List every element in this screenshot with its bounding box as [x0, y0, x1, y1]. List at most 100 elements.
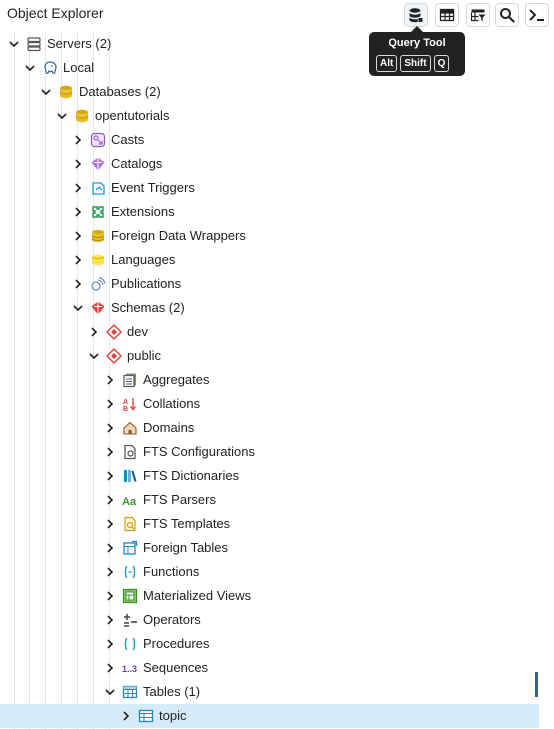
- tree-node-languages[interactable]: Languages: [0, 248, 554, 272]
- tree-node-aggregates[interactable]: Aggregates: [0, 368, 554, 392]
- tree-node-label: FTS Configurations: [143, 444, 255, 459]
- chevron-right-icon[interactable]: [104, 638, 116, 650]
- tree-node-fts-dictionaries[interactable]: FTS Dictionaries: [0, 464, 554, 488]
- publications-icon: [91, 276, 106, 291]
- chevron-down-icon[interactable]: [8, 38, 20, 50]
- schema-icon: [106, 324, 122, 340]
- chevron-down-icon[interactable]: [24, 62, 36, 74]
- chevron-down-icon[interactable]: [104, 686, 116, 698]
- chevron-down-icon[interactable]: [40, 86, 52, 98]
- tree-node-fts-configurations[interactable]: FTS Configurations: [0, 440, 554, 464]
- svg-text:A: A: [123, 399, 128, 406]
- chevron-right-icon[interactable]: [104, 494, 116, 506]
- tree-node-operators[interactable]: Operators: [0, 608, 554, 632]
- tree-node-procedures[interactable]: Procedures: [0, 632, 554, 656]
- filtered-rows-button[interactable]: [466, 3, 490, 27]
- chevron-right-icon[interactable]: [88, 326, 100, 338]
- tree-node-tables-1[interactable]: Tables (1): [0, 680, 554, 704]
- tree-node-foreign-data-wrappers[interactable]: Foreign Data Wrappers: [0, 224, 554, 248]
- tree-node-extensions[interactable]: Extensions: [0, 200, 554, 224]
- table-icon: [138, 709, 154, 723]
- tree-node-catalogs[interactable]: Catalogs: [0, 152, 554, 176]
- tree-node-casts[interactable]: Casts: [0, 128, 554, 152]
- materialized-views-icon: [122, 588, 138, 604]
- chevron-down-icon[interactable]: [88, 350, 100, 362]
- tree-node-label: Operators: [143, 612, 201, 627]
- schema-icon: [106, 348, 122, 364]
- chevron-right-icon[interactable]: [72, 230, 84, 242]
- chevron-right-icon[interactable]: [104, 566, 116, 578]
- svg-text:1..3: 1..3: [122, 664, 137, 674]
- chevron-right-icon[interactable]: [72, 278, 84, 290]
- view-data-button[interactable]: [435, 3, 459, 27]
- chevron-right-icon[interactable]: [104, 470, 116, 482]
- tree-node-label: opentutorials: [95, 108, 170, 123]
- operators-icon: [124, 614, 137, 627]
- key-alt: Alt: [376, 55, 398, 72]
- tree-node-opentutorials[interactable]: opentutorials: [0, 104, 554, 128]
- chevron-right-icon[interactable]: [104, 422, 116, 434]
- tree-node-label: Foreign Data Wrappers: [111, 228, 246, 243]
- psql-tool-button[interactable]: [525, 3, 549, 27]
- sequences-icon: 1..3: [122, 664, 137, 674]
- tree-node-label: Materialized Views: [143, 588, 252, 603]
- postgres-elephant-icon: [44, 61, 57, 75]
- chevron-right-icon[interactable]: [104, 398, 116, 410]
- chevron-down-icon[interactable]: [72, 302, 84, 314]
- event-triggers-icon: [92, 182, 105, 195]
- shortcut-keys: Alt Shift Q: [376, 55, 450, 72]
- chevron-right-icon[interactable]: [72, 206, 84, 218]
- tree-node-public[interactable]: public: [0, 344, 554, 368]
- tree-node-fts-templates[interactable]: FTS Templates: [0, 512, 554, 536]
- chevron-right-icon[interactable]: [104, 446, 116, 458]
- tree-node-materialized-views[interactable]: Materialized Views: [0, 584, 554, 608]
- chevron-right-icon[interactable]: [72, 134, 84, 146]
- tree-node-event-triggers[interactable]: Event Triggers: [0, 176, 554, 200]
- chevron-right-icon[interactable]: [120, 710, 132, 722]
- tree-node-schemas-2[interactable]: Schemas (2): [0, 296, 554, 320]
- tree-node-label: Extensions: [111, 204, 175, 219]
- filter-table-icon: [470, 9, 486, 22]
- tree-node-label: Tables (1): [143, 684, 201, 699]
- tree-node-label: Collations: [143, 396, 201, 411]
- chevron-right-icon[interactable]: [104, 590, 116, 602]
- chevron-right-icon[interactable]: [104, 662, 116, 674]
- tree-node-dev[interactable]: dev: [0, 320, 554, 344]
- chevron-right-icon[interactable]: [104, 374, 116, 386]
- tree-node-label: Catalogs: [111, 156, 163, 171]
- tree-node-publications[interactable]: Publications: [0, 272, 554, 296]
- panel-title: Object Explorer: [7, 5, 104, 21]
- chevron-right-icon[interactable]: [104, 542, 116, 554]
- tree-node-servers-2[interactable]: Servers (2): [0, 32, 554, 56]
- tables-icon: [122, 685, 138, 699]
- fts-parsers-icon: Aa: [122, 496, 137, 508]
- chevron-right-icon[interactable]: [72, 182, 84, 194]
- tree-node-functions[interactable]: Functions: [0, 560, 554, 584]
- tree-node-databases-2[interactable]: Databases (2): [0, 80, 554, 104]
- aggregates-icon: [123, 373, 136, 388]
- tree-node-topic[interactable]: topic: [0, 704, 539, 728]
- chevron-right-icon[interactable]: [104, 518, 116, 530]
- chevron-right-icon[interactable]: [72, 158, 84, 170]
- tree-node-label: topic: [159, 708, 187, 723]
- tree-node-label: Servers (2): [47, 36, 112, 51]
- query-tool-button[interactable]: [404, 3, 428, 27]
- tree-node-label: Schemas (2): [111, 300, 185, 315]
- tree-node-local[interactable]: Local: [0, 56, 554, 80]
- search-objects-button[interactable]: [495, 3, 519, 27]
- tree-node-domains[interactable]: Domains: [0, 416, 554, 440]
- chevron-right-icon[interactable]: [72, 254, 84, 266]
- tree-node-label: Foreign Tables: [143, 540, 229, 555]
- databases-icon: [59, 85, 73, 99]
- chevron-right-icon[interactable]: [104, 614, 116, 626]
- chevron-down-icon[interactable]: [56, 110, 68, 122]
- tree-node-label: Casts: [111, 132, 145, 147]
- tree-node-label: Publications: [111, 276, 182, 291]
- tree-node-foreign-tables[interactable]: Foreign Tables: [0, 536, 554, 560]
- object-explorer-header: Object Explorer: [0, 0, 554, 30]
- tree-node-label: FTS Templates: [143, 516, 231, 531]
